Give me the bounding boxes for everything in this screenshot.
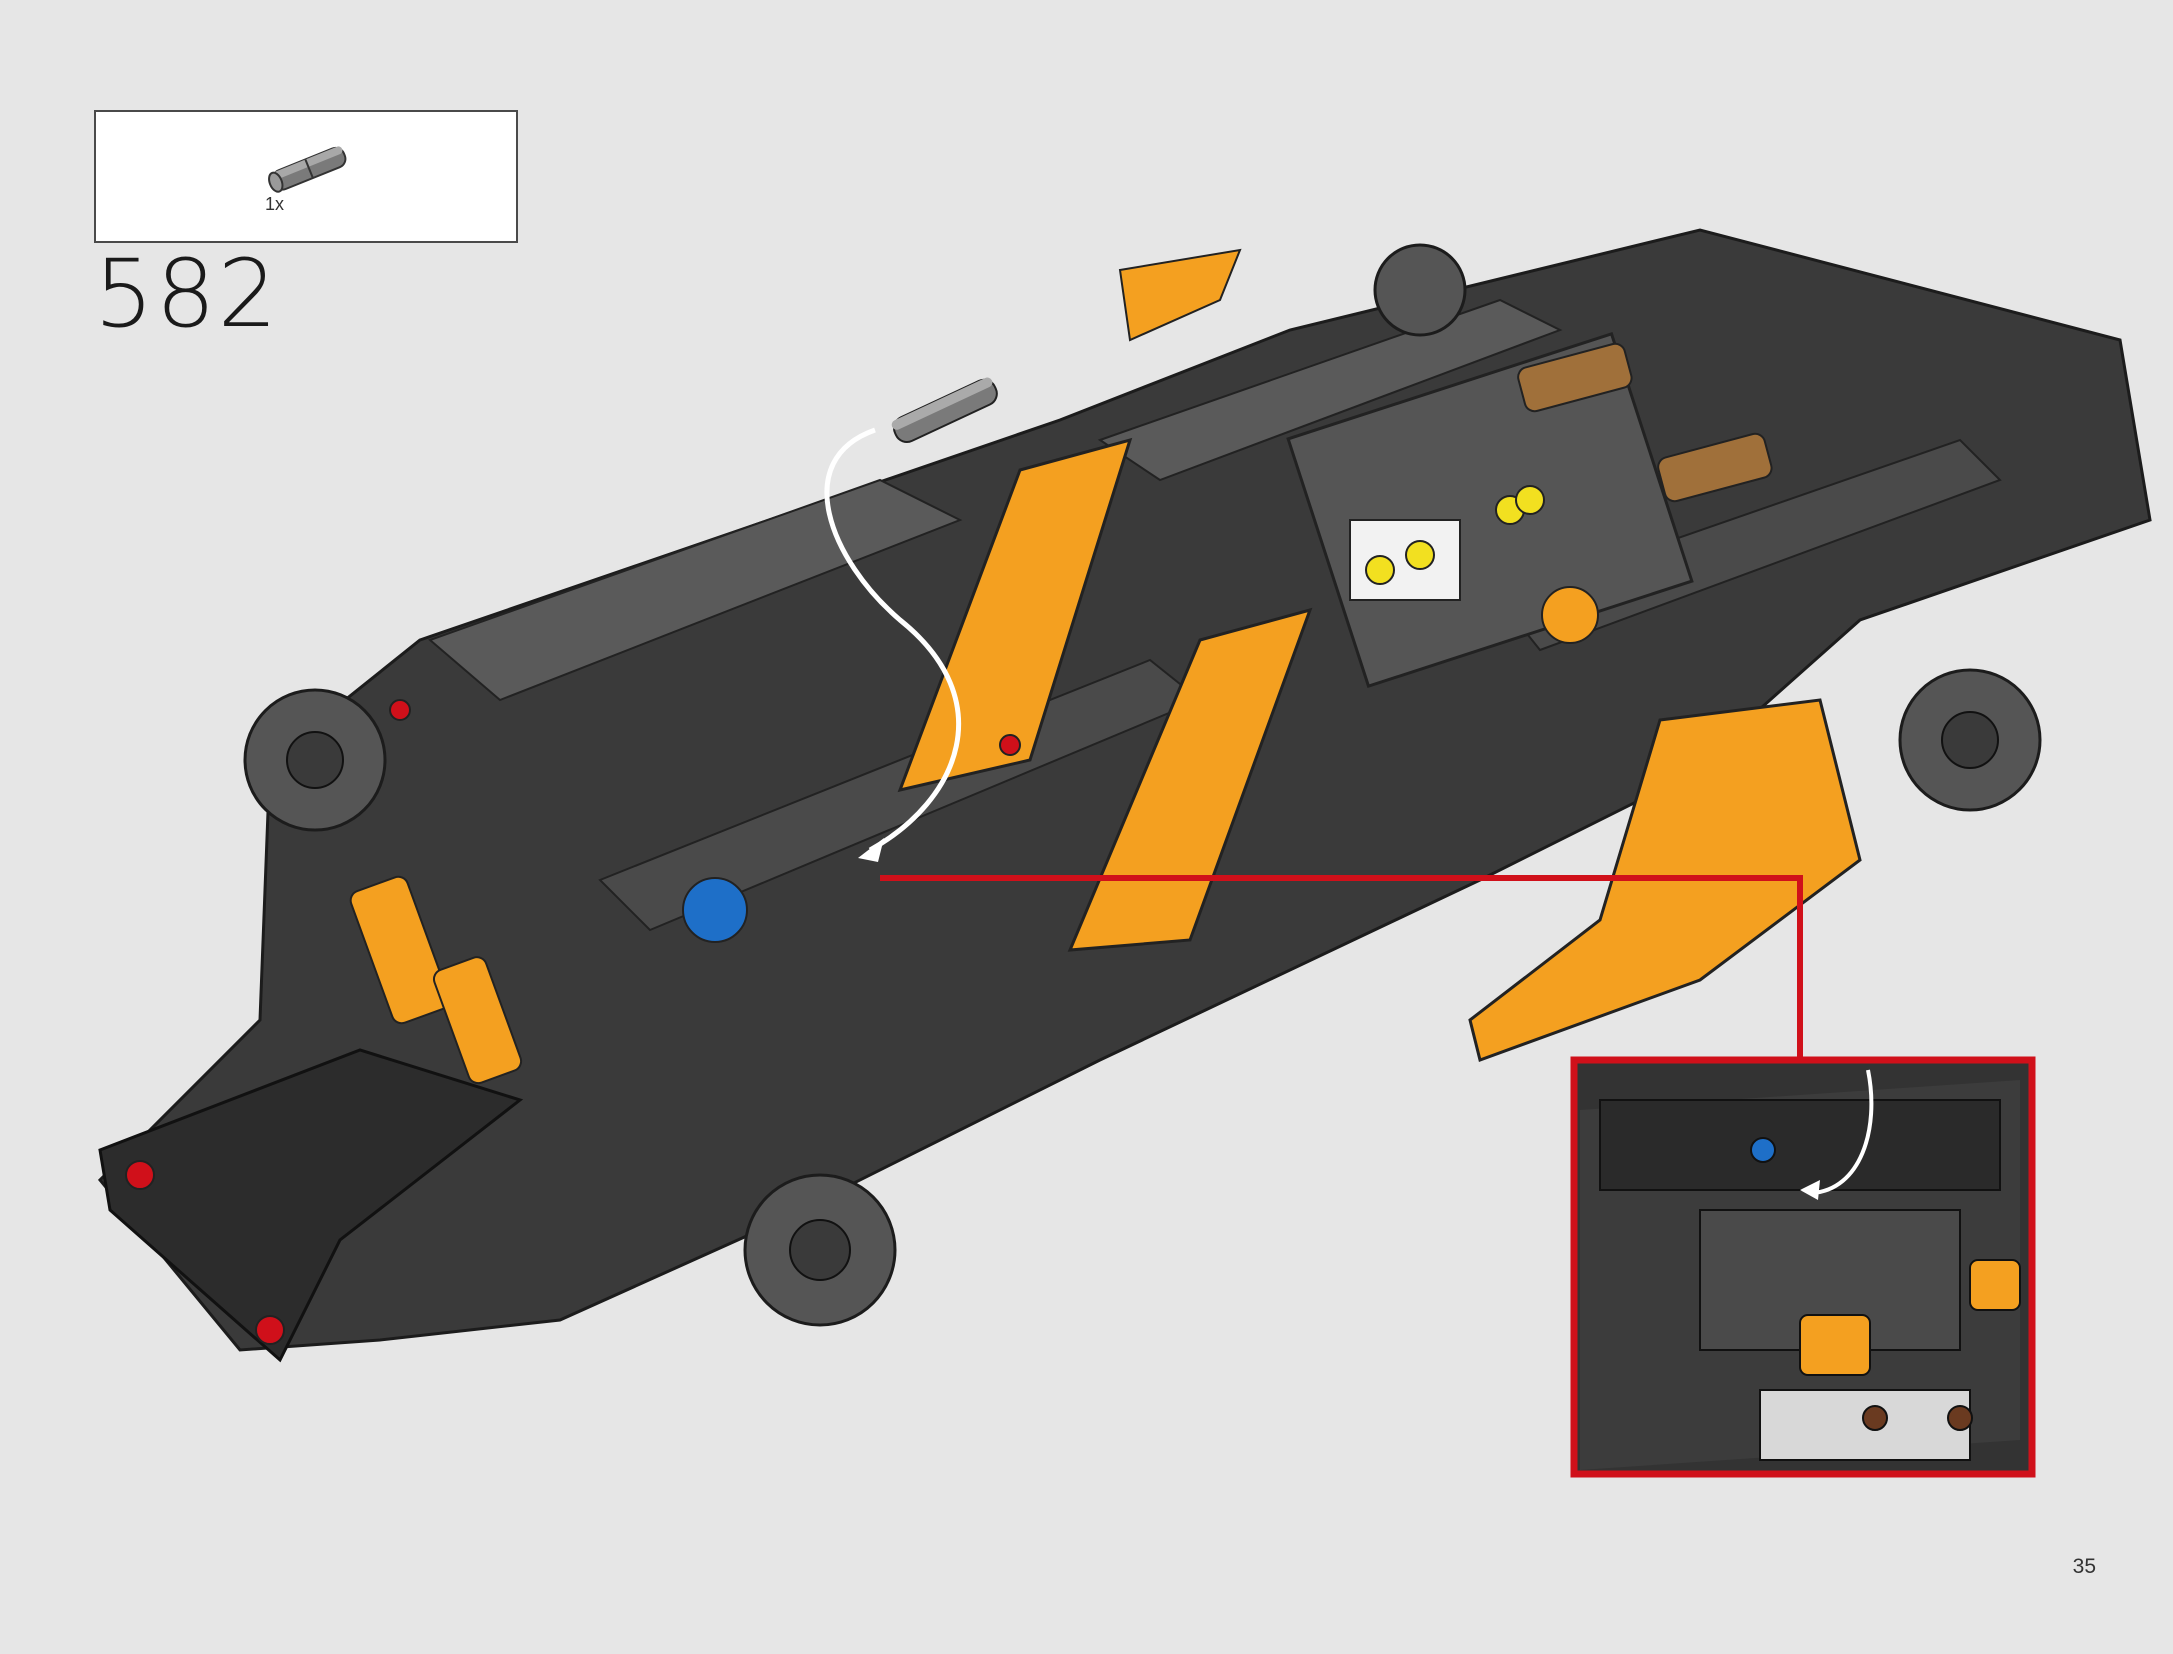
parts-callout: 1x — [94, 110, 518, 243]
detail-inset — [1570, 1056, 2036, 1478]
wheel-hubs — [243, 243, 2042, 1327]
detail-leader-line — [880, 875, 1803, 1060]
axle-connector-icon — [268, 146, 347, 193]
part-quantity: 1x — [265, 194, 285, 214]
placement-arrowhead — [858, 838, 884, 862]
new-part — [891, 377, 998, 443]
chassis — [97, 228, 2152, 1363]
step-number: 582 — [94, 240, 280, 349]
page-number: 35 — [2072, 1555, 2096, 1578]
placement-arrow — [824, 427, 962, 853]
front-parts — [125, 699, 1021, 1345]
